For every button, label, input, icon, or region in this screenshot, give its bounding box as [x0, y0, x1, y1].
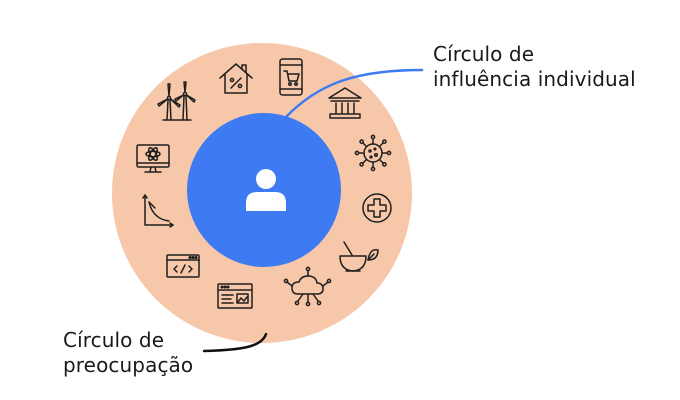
circle-of-influence — [187, 113, 341, 267]
circle-of-influence-label: Círculo de influência individual — [433, 42, 636, 92]
house-percent-icon — [219, 63, 253, 94]
cloud-network-icon — [283, 266, 332, 307]
declining-graph-icon — [142, 194, 174, 228]
influence-connector-line — [284, 68, 424, 119]
mobile-shopping-cart-icon — [279, 58, 303, 96]
concern-connector-line — [202, 332, 268, 353]
mortar-pestle-leaf-icon — [339, 241, 379, 272]
web-page-ad-icon — [217, 283, 253, 309]
circle-of-concern-label-line1: Círculo de — [63, 328, 165, 352]
circle-of-influence-label-line2: influência individual — [433, 67, 636, 91]
wind-turbines-icon — [157, 81, 196, 121]
person-icon — [246, 169, 286, 211]
circle-of-concern-label-line2: preocupação — [63, 353, 194, 377]
virus-icon — [354, 134, 392, 172]
medical-cross-icon — [362, 193, 392, 223]
computer-atom-icon — [136, 144, 170, 173]
circle-of-concern-label: Círculo de preocupação — [63, 328, 193, 378]
circle-of-influence-label-line1: Círculo de — [433, 42, 535, 66]
bank-building-icon — [328, 87, 362, 119]
code-window-icon — [166, 254, 200, 278]
